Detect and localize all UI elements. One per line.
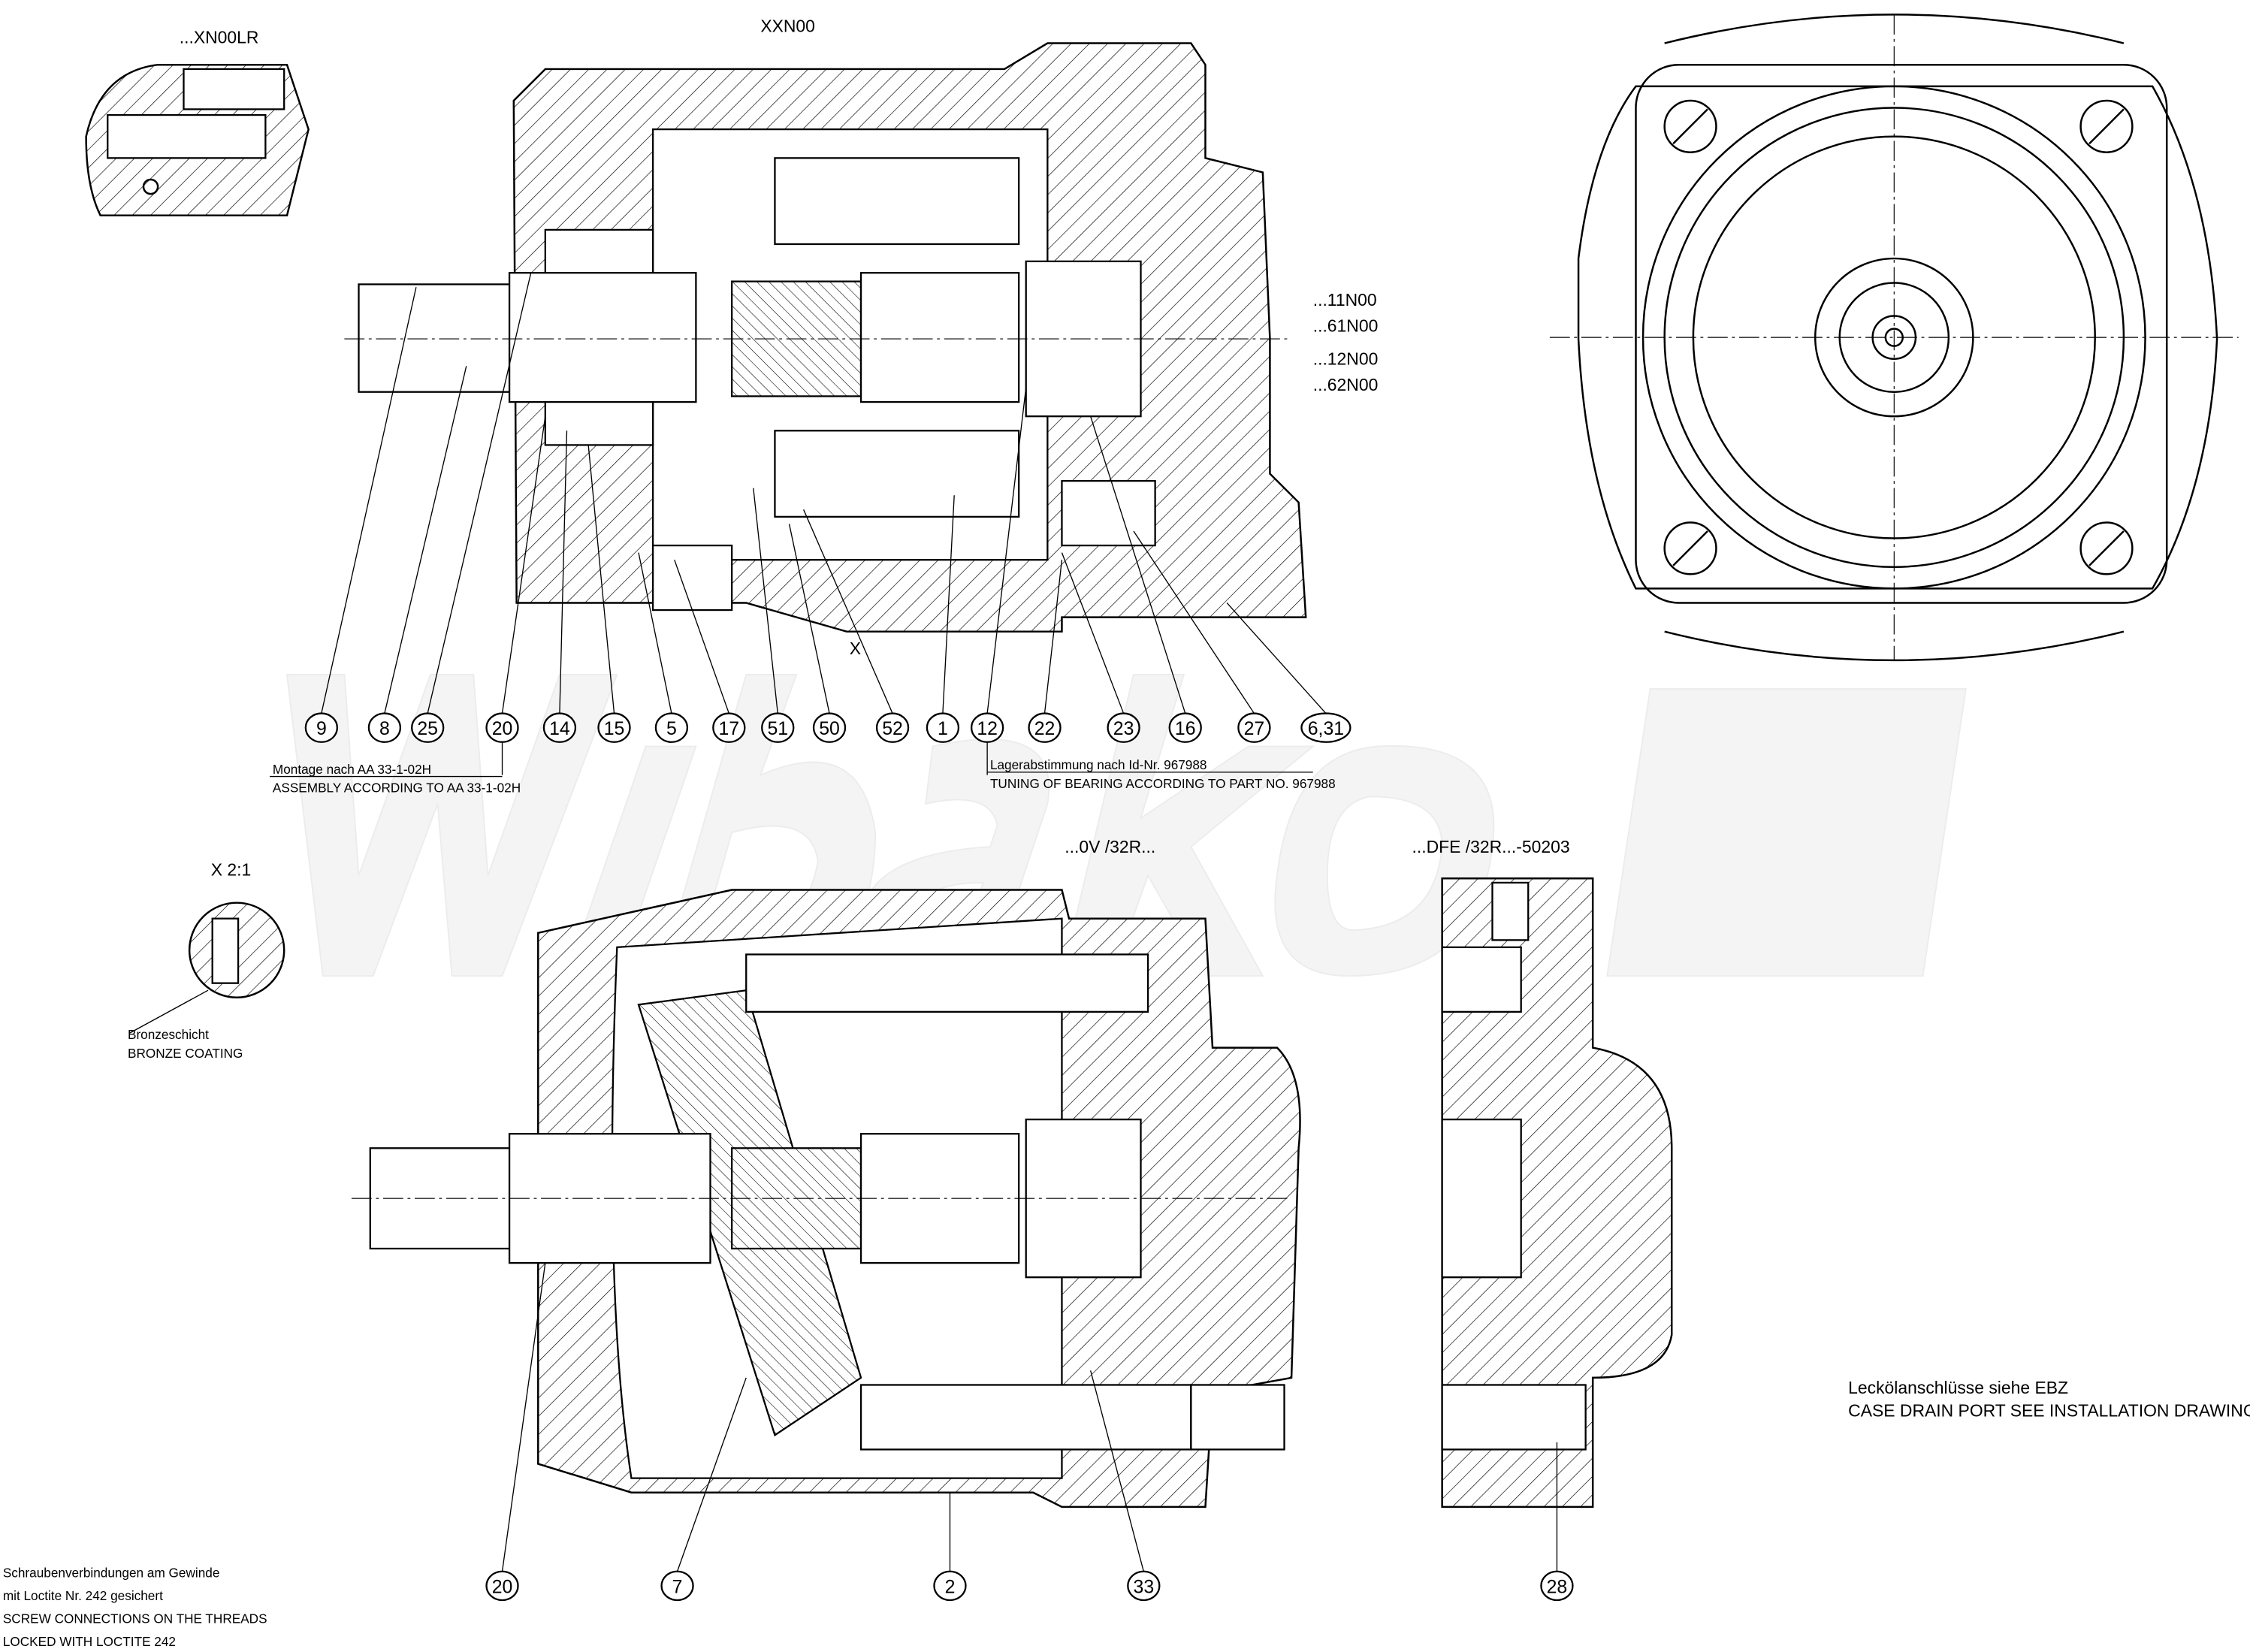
note-drain-de: Leckölanschlüsse siehe EBZ [1848,1378,2068,1397]
note-bearing-de: Lagerabstimmung nach Id-Nr. 967988 [990,757,1207,772]
item-number: 28 [1547,1577,1568,1597]
item-number: 50 [819,719,840,739]
note-bronze-en: BRONZE COATING [128,1046,243,1061]
item-balloon [1237,712,1271,743]
item-balloon [542,712,577,743]
item-number: 2 [945,1577,956,1597]
item-balloon [597,712,631,743]
item-balloon [812,712,847,743]
detail-xn00lr [85,63,310,217]
item-balloon [304,712,339,743]
item-number: 7 [672,1577,683,1597]
balloons-top-leaders [321,273,1327,775]
item-balloon [411,712,445,743]
lower-right-section-view [1441,877,1673,1509]
item-number: 51 [767,719,788,739]
lower-section-view [351,889,1301,1509]
item-number: 22 [1034,719,1056,739]
note-drain-en: CASE DRAIN PORT SEE INSTALLATION DRAWING [1848,1400,2250,1420]
item-balloon [1300,712,1352,743]
item-number: 15 [604,719,625,739]
detail-x [128,902,285,1034]
variant-label: ...61N00 [1313,316,1379,335]
note-screw-line: LOCKED WITH LOCTITE 242 [3,1634,176,1649]
item-number: 23 [1113,719,1134,739]
label-detail-xn00lr: ...XN00LR [180,28,259,47]
item-number: 5 [666,719,677,739]
item-number: 20 [492,1577,513,1597]
note-bearing-en: TUNING OF BEARING ACCORDING TO PART NO. … [990,776,1336,791]
item-balloon [1107,712,1140,743]
item-balloon [926,712,960,743]
item-balloon [712,712,746,743]
item-number: 14 [549,719,570,739]
balloons-top: 9 8 25 20 14 15 5 17 51 50 52 1 12 22 23 16 27 6,31 [304,712,1352,743]
variant-label: ...62N00 [1313,375,1379,394]
item-balloon [1127,1570,1161,1602]
note-assembly-de: Montage nach AA 33-1-02H [273,762,431,777]
item-balloon [875,712,910,743]
item-number: 52 [882,719,903,739]
label-detail-scale: X 2:1 [211,859,252,879]
balloons-bottom-leaders [501,1263,1558,1572]
label-main-section: XXN00 [760,16,815,35]
note-bronze-de: Bronzeschicht [128,1027,209,1042]
variant-label: ...11N00 [1313,290,1377,310]
item-balloon [970,712,1004,743]
item-balloon [654,712,689,743]
item-balloon [1028,712,1062,743]
main-section-view [344,42,1307,633]
section-marker: X [850,639,861,658]
variant-label: ...12N00 [1313,349,1379,368]
front-view [1549,14,2239,662]
item-number: 12 [977,719,998,739]
item-balloon [761,712,795,743]
note-screw-line: mit Loctite Nr. 242 gesichert [3,1588,163,1603]
item-number: 1 [938,719,948,739]
note-screw-line: Schraubenverbindungen am Gewinde [3,1565,220,1580]
item-number: 8 [379,719,390,739]
balloons-bottom: 20 7 2 33 28 [485,1570,1574,1602]
note-screw-line: SCREW CONNECTIONS ON THE THREADS [3,1611,267,1626]
item-number: 9 [316,719,327,739]
note-assembly-en: ASSEMBLY ACCORDING TO AA 33-1-02H [273,781,521,796]
item-balloon [485,712,519,743]
label-lower-right-section: ...DFE /32R...-50203 [1412,837,1570,856]
item-number: 16 [1175,719,1196,739]
item-number: 25 [417,719,438,739]
label-lower-section: ...0V /32R... [1065,837,1155,856]
item-number: 20 [492,719,513,739]
item-number: 33 [1134,1577,1155,1597]
item-number: 17 [719,719,740,739]
item-number: 27 [1244,719,1265,739]
item-balloon [1168,712,1202,743]
item-number: 6,31 [1308,719,1344,739]
item-balloon [367,712,402,743]
